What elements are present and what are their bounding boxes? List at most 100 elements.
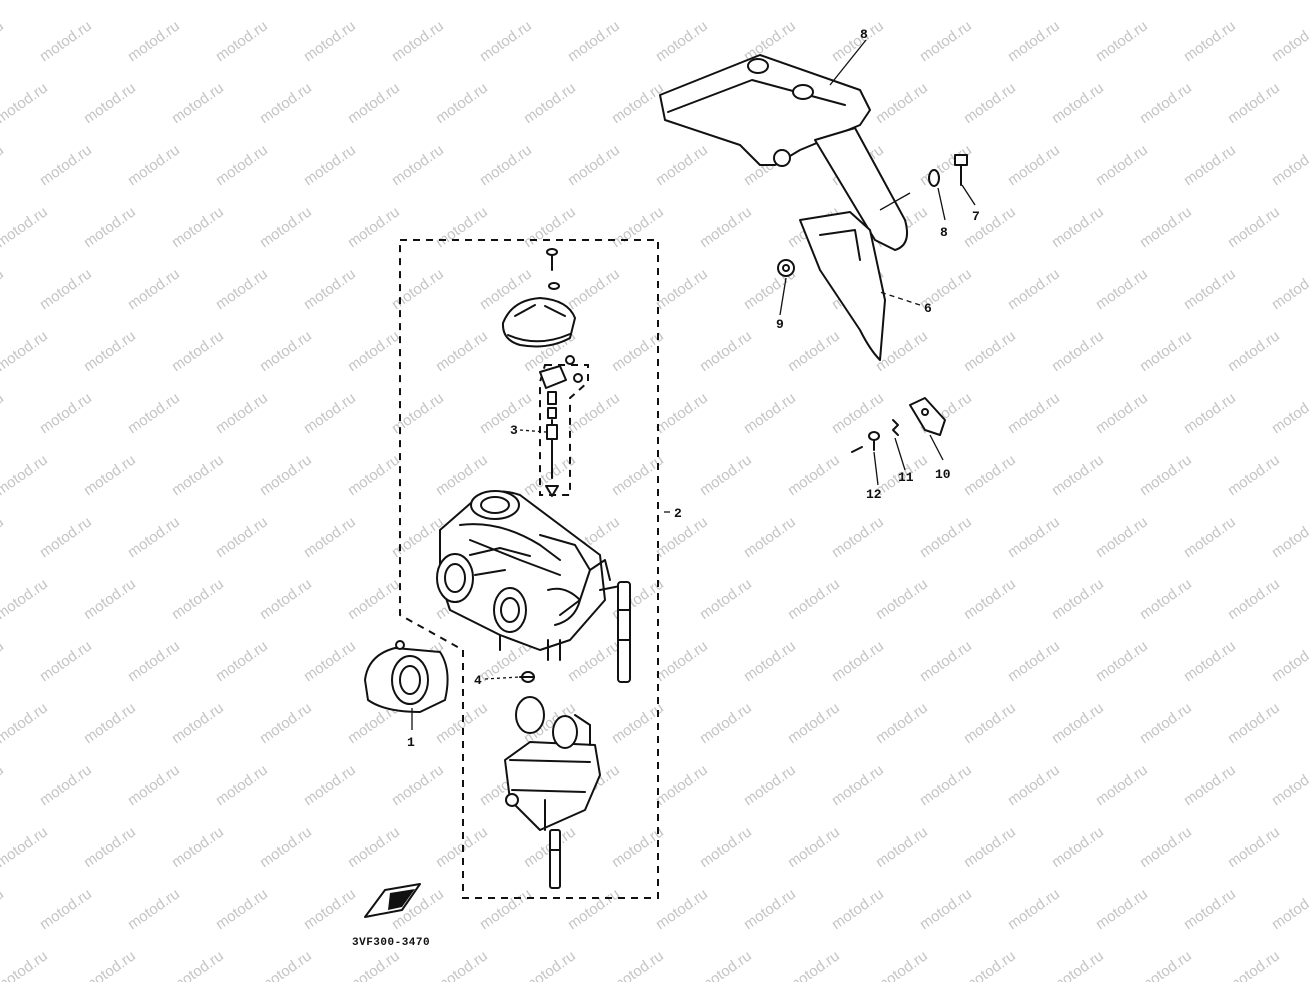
- watermark-text: motod.ru: [697, 575, 755, 623]
- watermark-text: motod.ru: [1005, 513, 1063, 561]
- callout-labels: 8 7 8 6 9 10 11 12 3 2 4 1 6: [407, 27, 980, 750]
- watermark-text: motod.ru: [1269, 637, 1309, 685]
- watermark-text: motod.ru: [81, 699, 139, 747]
- watermark-text: motod.ru: [301, 761, 359, 809]
- watermark-text: motod.ru: [433, 79, 491, 127]
- watermark-text: motod.ru: [1005, 389, 1063, 437]
- watermark-text: motod.ru: [1093, 885, 1151, 933]
- callout-1: 1: [407, 735, 415, 750]
- watermark-text: motod.ru: [697, 451, 755, 499]
- drawing-code: 3VF300-3470: [352, 937, 430, 949]
- watermark-text: motod.ru: [653, 141, 711, 189]
- watermark-text: motod.ru: [0, 141, 7, 189]
- watermark-text: motod.ru: [785, 823, 843, 871]
- watermark-text: motod.ru: [1181, 265, 1239, 313]
- watermark-text: motod.ru: [1005, 637, 1063, 685]
- watermark-text: motod.ru: [873, 823, 931, 871]
- float-bowl-assembly: [504, 696, 601, 889]
- watermark-text: motod.ru: [785, 0, 843, 3]
- watermark-text: motod.ru: [0, 17, 7, 65]
- watermark-text: motod.ru: [1225, 451, 1283, 499]
- watermark-text: motod.ru: [433, 699, 491, 747]
- watermark-text: motod.ru: [961, 699, 1019, 747]
- watermark-text: motod.ru: [169, 79, 227, 127]
- watermark-text: motod.ru: [1093, 265, 1151, 313]
- watermark-text: motod.ru: [1093, 637, 1151, 685]
- watermark-text: motod.ru: [785, 327, 843, 375]
- watermark-text: motod.ru: [257, 327, 315, 375]
- watermark-text: motod.ru: [257, 575, 315, 623]
- needle-jet-assembly: [539, 355, 583, 497]
- bolt-part-7: [954, 154, 968, 186]
- watermark-text: motod.ru: [477, 17, 535, 65]
- watermark-text: motod.ru: [1269, 141, 1309, 189]
- watermark-text: motod.ru: [961, 327, 1019, 375]
- watermark-text: motod.ru: [0, 265, 7, 313]
- watermark-text: motod.ru: [125, 513, 183, 561]
- watermark-text: motod.ru: [213, 265, 271, 313]
- watermark-text: motod.ru: [565, 637, 623, 685]
- watermark-text: motod.ru: [785, 699, 843, 747]
- watermark-text: motod.ru: [0, 637, 7, 685]
- carburetor-assembly-boundary: [399, 239, 659, 899]
- watermark-text: motod.ru: [873, 947, 931, 982]
- watermark-text: motod.ru: [961, 0, 1019, 3]
- watermark-text: motod.ru: [1005, 885, 1063, 933]
- watermark-text: motod.ru: [257, 0, 315, 3]
- intake-joint: [364, 640, 449, 713]
- watermark-text: motod.ru: [741, 513, 799, 561]
- watermark-text: motod.ru: [1137, 203, 1195, 251]
- callout-8: 8: [940, 225, 948, 240]
- watermark-text: motod.ru: [257, 699, 315, 747]
- watermark-text: motod.ru: [1269, 761, 1309, 809]
- watermark-text: motod.ru: [81, 451, 139, 499]
- watermark-text: motod.ru: [169, 327, 227, 375]
- watermark-text: motod.ru: [169, 823, 227, 871]
- watermark-text: motod.ru: [213, 761, 271, 809]
- nut-part-9: [777, 259, 795, 277]
- watermark-text: motod.ru: [697, 947, 755, 982]
- watermark-text: motod.ru: [257, 79, 315, 127]
- watermark-text: motod.ru: [433, 947, 491, 982]
- watermark-text: motod.ru: [829, 637, 887, 685]
- watermark-text: motod.ru: [1137, 327, 1195, 375]
- watermark-text: motod.ru: [829, 389, 887, 437]
- watermark-text: motod.ru: [1049, 79, 1107, 127]
- watermark-text: motod.ru: [873, 575, 931, 623]
- watermark-text: motod.ru: [125, 637, 183, 685]
- watermark-text: motod.ru: [0, 823, 51, 871]
- watermark-text: motod.ru: [1269, 513, 1309, 561]
- watermark-text: motod.ru: [961, 79, 1019, 127]
- watermark-text: motod.ru: [1005, 761, 1063, 809]
- watermark-text: motod.ru: [213, 885, 271, 933]
- watermark-text: motod.ru: [257, 823, 315, 871]
- watermark-text: motod.ru: [565, 885, 623, 933]
- watermark-text: motod.ru: [565, 265, 623, 313]
- watermark-text: motod.ru: [37, 761, 95, 809]
- watermark-text: motod.ru: [1181, 513, 1239, 561]
- watermark-text: motod.ru: [873, 699, 931, 747]
- watermark-text: motod.ru: [565, 17, 623, 65]
- watermark-text: motod.ru: [521, 79, 579, 127]
- callout-4: 4: [474, 673, 482, 688]
- watermark-text: motod.ru: [81, 947, 139, 982]
- watermark-text: motod.ru: [785, 947, 843, 982]
- screw-part-12: [851, 431, 880, 453]
- watermark-text: motod.ru: [697, 327, 755, 375]
- watermark-text: motod.ru: [653, 637, 711, 685]
- watermark-text: motod.ru: [81, 823, 139, 871]
- watermark-text: motod.ru: [697, 203, 755, 251]
- bolt-part-4: [519, 671, 535, 683]
- watermark-text: motod.ru: [37, 389, 95, 437]
- watermark-text: motod.ru: [1225, 823, 1283, 871]
- watermark-text: motod.ru: [433, 823, 491, 871]
- watermark-text: motod.ru: [125, 17, 183, 65]
- watermark-text: motod.ru: [653, 761, 711, 809]
- watermark-text: motod.ru: [257, 947, 315, 982]
- watermark-text: motod.ru: [213, 637, 271, 685]
- watermark-text: motod.ru: [301, 513, 359, 561]
- watermark-text: motod.ru: [0, 575, 51, 623]
- watermark-text: motod.ru: [0, 699, 51, 747]
- watermark-text: motod.ru: [1137, 79, 1195, 127]
- watermark-text: motod.ru: [125, 761, 183, 809]
